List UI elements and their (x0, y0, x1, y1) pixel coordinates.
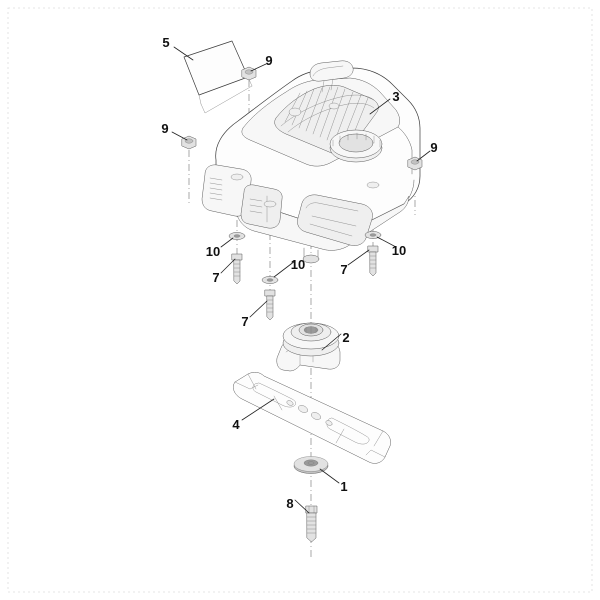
part-flange-bolt-right (367, 245, 379, 277)
recoil-starter-handle (309, 60, 354, 93)
part-blade-washer (293, 456, 329, 474)
callout-number-4: 4 (232, 417, 240, 432)
callout-number-5: 5 (162, 35, 169, 50)
part-blade-bolt (305, 505, 318, 543)
part-cutting-blade (233, 372, 391, 464)
callout-number-7-mid: 7 (241, 314, 248, 329)
callout-number-7-right: 7 (340, 262, 347, 277)
part-engine-assembly (201, 60, 421, 264)
callout-number-1: 1 (340, 479, 347, 494)
callout-number-9-right: 9 (430, 140, 437, 155)
fuel-tank-cap (329, 129, 383, 163)
callout-numbers: 5 9 9 9 3 10 7 10 7 10 7 2 4 1 8 (161, 35, 437, 511)
part-hex-nut-left (181, 135, 197, 150)
callout-number-8: 8 (286, 496, 293, 511)
callout-number-9-left: 9 (161, 121, 168, 136)
part-flat-washer-left (228, 232, 246, 240)
callout-number-10-right: 10 (392, 243, 406, 258)
callout-number-10-left: 10 (206, 244, 220, 259)
callout-number-3: 3 (392, 89, 399, 104)
callout-leader-lines (171, 46, 431, 514)
muffler-heat-shield (297, 194, 373, 246)
part-blade-adapter-hub (276, 322, 341, 372)
callout-number-2: 2 (342, 330, 349, 345)
page-frame (7, 7, 593, 593)
callout-number-10-mid: 10 (291, 257, 305, 272)
part-flange-bolt-left (231, 253, 243, 285)
callout-number-7-left: 7 (212, 270, 219, 285)
callout-number-9-top: 9 (265, 53, 272, 68)
carburetor (240, 184, 283, 229)
part-flange-bolt-mid (264, 289, 276, 321)
part-flat-washer-mid (261, 276, 279, 284)
part-hex-nut-top (241, 66, 257, 81)
